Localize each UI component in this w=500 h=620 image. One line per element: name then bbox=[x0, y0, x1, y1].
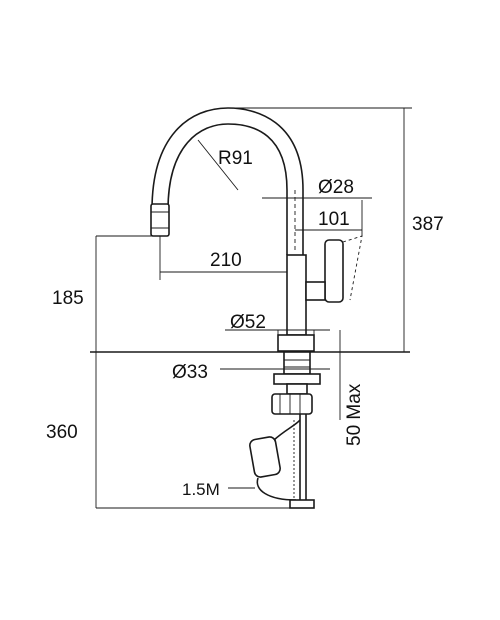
label-d210: 210 bbox=[210, 250, 242, 271]
label-hose: 1.5M bbox=[182, 480, 220, 499]
mounting-assembly bbox=[249, 351, 321, 509]
label-d28: Ø28 bbox=[318, 177, 354, 198]
dimension-lines bbox=[95, 107, 412, 509]
label-d101: 101 bbox=[318, 209, 350, 230]
label-d52: Ø52 bbox=[230, 312, 266, 333]
label-d33: Ø33 bbox=[172, 362, 208, 383]
label-max50: 50 Max bbox=[344, 383, 365, 446]
label-r91: R91 bbox=[218, 148, 253, 169]
label-h360: 360 bbox=[46, 422, 78, 443]
label-h185: 185 bbox=[52, 288, 84, 309]
label-h387: 387 bbox=[412, 214, 444, 235]
